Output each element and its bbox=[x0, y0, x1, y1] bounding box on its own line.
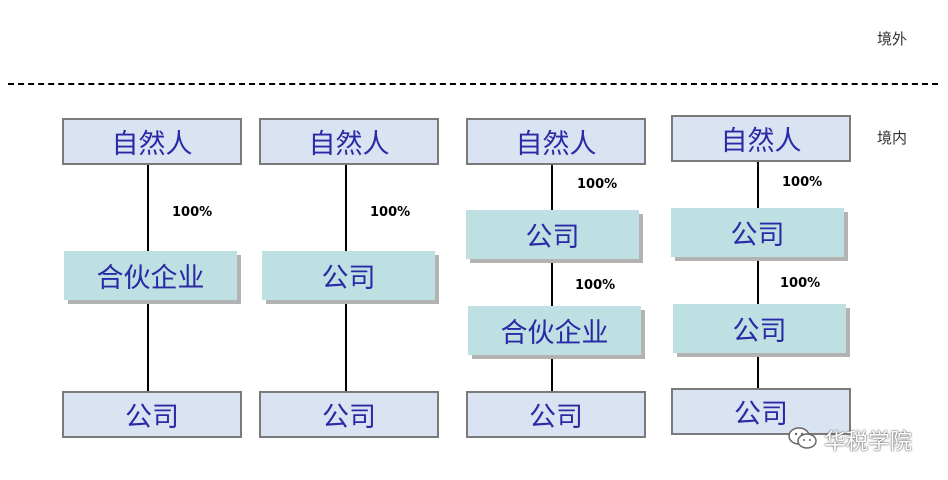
ownership-label: 100% bbox=[782, 175, 823, 190]
ownership-label: 100% bbox=[370, 205, 411, 220]
company-box: 公司 bbox=[62, 391, 242, 438]
company-box: 公司 bbox=[466, 391, 646, 438]
natural-person-box: 自然人 bbox=[259, 118, 439, 165]
ownership-label: 100% bbox=[172, 205, 213, 220]
connector-line bbox=[757, 161, 759, 389]
ownership-label: 100% bbox=[577, 177, 618, 192]
natural-person-box: 自然人 bbox=[466, 118, 646, 165]
company-box: 公司 bbox=[671, 388, 851, 435]
natural-person-box: 自然人 bbox=[671, 115, 851, 162]
company-box: 公司 bbox=[466, 210, 639, 259]
company-box: 公司 bbox=[259, 391, 439, 438]
ownership-label: 100% bbox=[780, 276, 821, 291]
partnership-box: 合伙企业 bbox=[64, 251, 237, 300]
watermark-text: 华税学院 bbox=[824, 430, 913, 455]
natural-person-box: 自然人 bbox=[62, 118, 242, 165]
company-box: 公司 bbox=[671, 208, 844, 257]
company-box: 公司 bbox=[262, 251, 435, 300]
partnership-box: 合伙企业 bbox=[468, 306, 641, 355]
region-label-overseas: 境外 bbox=[877, 30, 908, 48]
company-box: 公司 bbox=[673, 304, 846, 353]
border-divider bbox=[8, 83, 938, 85]
watermark: 华税学院 bbox=[788, 424, 912, 456]
ownership-label: 100% bbox=[575, 278, 616, 293]
connector-line bbox=[551, 164, 553, 392]
region-label-domestic: 境内 bbox=[877, 129, 908, 147]
wechat-icon bbox=[788, 426, 818, 454]
